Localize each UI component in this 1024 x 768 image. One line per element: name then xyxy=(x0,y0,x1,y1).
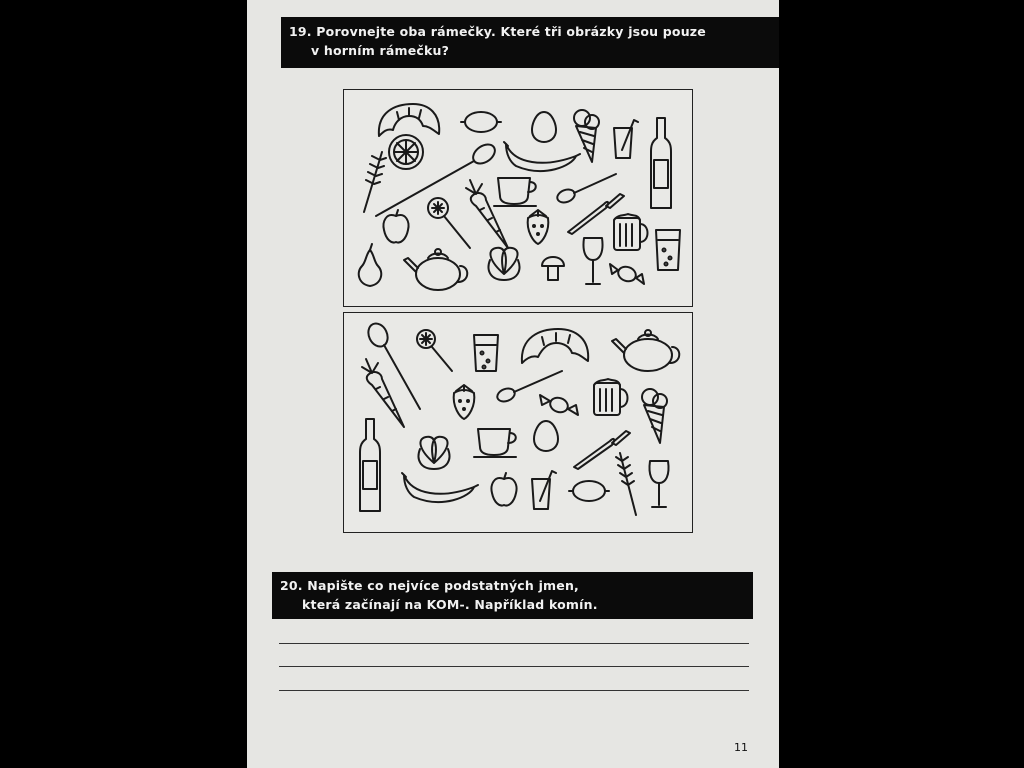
page-number: 11 xyxy=(734,741,748,754)
banana-icon xyxy=(503,141,581,172)
teapot-icon xyxy=(611,329,681,372)
knife-icon xyxy=(567,193,625,235)
carrot-icon xyxy=(465,179,509,249)
answer-line-1[interactable] xyxy=(279,643,749,645)
drink-glass-icon xyxy=(531,470,557,510)
workbook-page: 19. Porovnejte oba rámečky. Které tři ob… xyxy=(247,0,779,768)
bottle-icon xyxy=(650,117,672,209)
croissant-icon xyxy=(520,328,590,364)
beer-mug-icon xyxy=(613,213,649,251)
top-picture-frame xyxy=(343,89,693,307)
soda-glass-icon xyxy=(473,334,499,372)
exercise-19-heading: 19. Porovnejte oba rámečky. Které tři ob… xyxy=(281,17,779,68)
ice-cream-icon xyxy=(573,109,600,163)
answer-line-2[interactable] xyxy=(279,666,749,668)
candy-icon xyxy=(539,394,579,416)
exercise-20-heading: 20. Napište co nejvíce podstatných jmen,… xyxy=(272,572,753,619)
lemon-icon xyxy=(568,480,610,502)
pear-icon xyxy=(357,243,383,287)
egg-icon xyxy=(533,420,559,452)
wheat-icon xyxy=(615,452,637,516)
banana-icon xyxy=(401,472,479,503)
mushroom-icon xyxy=(541,256,565,281)
pretzel-icon xyxy=(487,246,521,281)
beer-mug-icon xyxy=(593,378,629,416)
drink-glass-icon xyxy=(613,119,639,159)
apple-icon xyxy=(382,209,410,244)
lemon-icon xyxy=(460,111,502,133)
croissant-icon xyxy=(377,103,441,137)
bottle-icon xyxy=(359,418,381,512)
teaspoon-icon xyxy=(496,370,563,403)
strawberry-icon xyxy=(452,384,476,420)
orange-slice-icon xyxy=(388,134,424,170)
teaspoon-icon xyxy=(556,173,617,204)
wheat-icon xyxy=(363,151,387,213)
exercise-20-line-2: která začínají na KOM-. Například komín. xyxy=(302,597,598,612)
exercise-20-line-1: 20. Napište co nejvíce podstatných jmen, xyxy=(280,578,580,593)
bottom-picture-frame xyxy=(343,312,693,533)
skimmer-icon xyxy=(416,329,453,372)
cup-icon xyxy=(473,428,517,458)
teapot-icon xyxy=(403,248,469,291)
spoon-icon xyxy=(375,143,496,217)
apple-icon xyxy=(490,472,518,507)
strawberry-icon xyxy=(526,209,550,245)
skimmer-icon xyxy=(427,197,471,249)
answer-line-3[interactable] xyxy=(279,690,749,692)
cup-icon xyxy=(493,177,537,207)
wine-glass-icon xyxy=(648,460,670,508)
candy-icon xyxy=(609,263,645,285)
carrot-icon xyxy=(361,358,405,428)
pretzel-icon xyxy=(417,435,451,470)
knife-icon xyxy=(573,430,631,470)
ice-cream-icon xyxy=(641,388,668,444)
exercise-19-line-2: v horním rámečku? xyxy=(311,43,450,58)
spoon-icon xyxy=(367,322,421,410)
exercise-19-line-1: 19. Porovnejte oba rámečky. Které tři ob… xyxy=(289,24,706,39)
wine-glass-icon xyxy=(582,237,604,285)
egg-icon xyxy=(531,111,557,143)
soda-glass-icon xyxy=(655,229,681,271)
